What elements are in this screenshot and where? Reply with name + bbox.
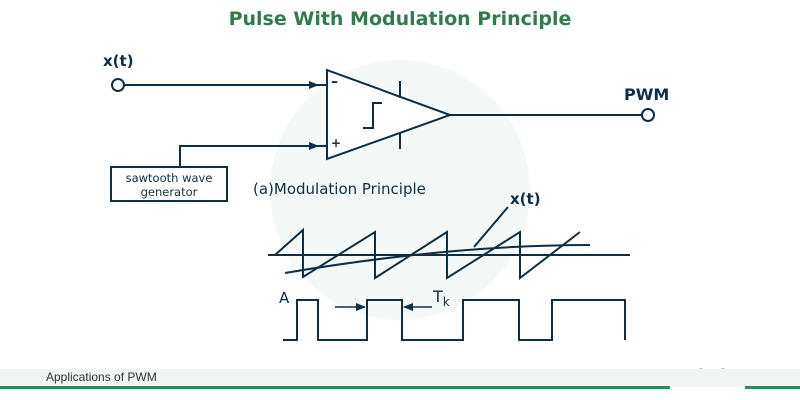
output-terminal-icon [641, 108, 655, 122]
input-label: x(t) [103, 52, 134, 70]
generator-wire [179, 142, 319, 166]
sawtooth-generator-box: sawtooth wave generator [110, 166, 228, 202]
footer-bar [0, 369, 800, 387]
period-subscript: k [442, 295, 450, 310]
footer-divider-right [745, 386, 800, 389]
generator-label-line1: sawtooth wave [125, 171, 213, 185]
comparator-triangle-icon [326, 68, 453, 161]
footer-divider-left [0, 386, 670, 389]
signal-curve [284, 244, 591, 274]
signal-label: x(t) [510, 190, 541, 208]
subtitle-label: (a)Modulation Principle [253, 180, 426, 198]
generator-label-line2: generator [140, 185, 198, 199]
plus-sign: + [331, 136, 342, 150]
output-label: PWM [624, 85, 670, 104]
minus-sign: – [331, 74, 338, 90]
period-label: Tk [433, 287, 450, 309]
amplitude-label: A [279, 289, 290, 307]
step-function-icon [363, 102, 382, 129]
period-symbol: T [433, 287, 443, 306]
diagram-title: Pulse With Modulation Principle [228, 8, 572, 30]
signal-pointer [473, 206, 509, 248]
footer-caption: Applications of PWM [46, 370, 157, 384]
pwm-pulse-train [283, 299, 626, 341]
input-terminal-icon [111, 78, 125, 92]
